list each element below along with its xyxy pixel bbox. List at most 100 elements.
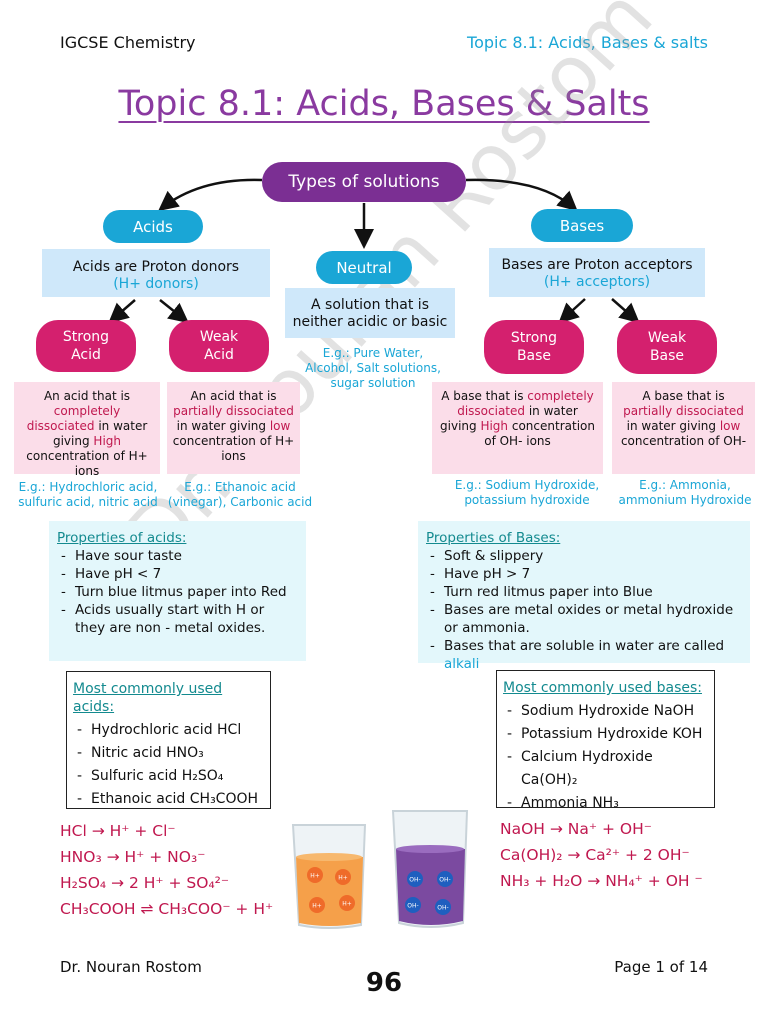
list-item: Potassium Hydroxide KOH bbox=[507, 723, 708, 746]
alkali-prefix: Bases that are soluble in water are call… bbox=[444, 638, 725, 654]
list-item: Bases that are soluble in water are call… bbox=[430, 637, 742, 673]
desc-segment: partially dissociated bbox=[173, 404, 294, 418]
desc-segment: in water giving bbox=[440, 404, 578, 433]
list-item: Have pH > 7 bbox=[430, 565, 742, 583]
desc-segment: An acid that is bbox=[43, 389, 131, 403]
ion-label: H+ bbox=[310, 873, 320, 880]
acid-properties: Properties of acids: Have sour taste Hav… bbox=[49, 521, 306, 661]
desc-segment: concentration of H+ ions bbox=[172, 434, 295, 463]
flow-arrows bbox=[108, 178, 640, 324]
header-right: Topic 8.1: Acids, Bases & salts bbox=[467, 33, 708, 52]
equation: CH₃COOH ⇌ CH₃COO⁻ + H⁺ bbox=[60, 900, 274, 918]
desc-segment: completely dissociated bbox=[457, 389, 594, 418]
bases-node: Bases bbox=[531, 209, 633, 242]
desc-segment: concentration of H+ ions bbox=[26, 449, 148, 478]
equation: HNO₃ → H⁺ + NO₃⁻ bbox=[60, 848, 206, 866]
neutral-node: Neutral bbox=[316, 251, 412, 284]
acid-properties-list: Have sour taste Have pH < 7 Turn blue li… bbox=[57, 547, 298, 637]
acid-equations: HCl → H⁺ + Cl⁻ HNO₃ → H⁺ + NO₃⁻ H₂SO₄ → … bbox=[60, 818, 300, 922]
desc-segment: in water giving bbox=[52, 419, 148, 448]
equation: NH₃ + H₂O → NH₄⁺ + OH ⁻ bbox=[500, 872, 703, 890]
bases-definition: Bases are Proton acceptors (H+ acceptors… bbox=[489, 248, 705, 297]
page-number: 96 bbox=[365, 968, 403, 998]
acids-definition: Acids are Proton donors (H+ donors) bbox=[42, 249, 270, 297]
ion-label: OH- bbox=[439, 877, 450, 884]
ion-circle bbox=[339, 895, 355, 911]
root-node: Types of solutions bbox=[262, 162, 466, 202]
base-properties-list: Soft & slippery Have pH > 7 Turn red lit… bbox=[426, 547, 742, 673]
list-item: Sodium Hydroxide NaOH bbox=[507, 700, 708, 723]
weak-base-desc: A base that is partially dissociated in … bbox=[612, 382, 755, 474]
base-properties: Properties of Bases: Soft & slippery Hav… bbox=[418, 521, 750, 672]
strong-base-desc: A base that is completely dissociated in… bbox=[432, 382, 603, 474]
desc-segment: in water giving bbox=[176, 419, 270, 433]
base-properties-title: Properties of Bases: bbox=[426, 530, 561, 546]
desc-segment: partially dissociated bbox=[623, 404, 744, 418]
weak-acid-example: E.g.: Ethanoic acid (vinegar), Carbonic … bbox=[167, 480, 313, 509]
common-bases-title: Most commonly used bases: bbox=[503, 680, 702, 696]
desc-segment: A base that is bbox=[642, 389, 725, 403]
beakers-illustration: H+ H+ H+ H+ OH- OH- OH- OH- bbox=[291, 810, 469, 929]
list-item: Acids usually start with H or they are n… bbox=[61, 601, 298, 637]
list-item: Soft & slippery bbox=[430, 547, 742, 565]
bases-definition-sub: (H+ acceptors) bbox=[543, 274, 651, 290]
ion-label: OH- bbox=[407, 903, 418, 910]
weak-acid-desc: An acid that is partially dissociated in… bbox=[167, 382, 300, 474]
desc-segment: High bbox=[480, 419, 509, 433]
base-equations: NaOH → Na⁺ + OH⁻ Ca(OH)₂ → Ca²⁺ + 2 OH⁻ … bbox=[500, 816, 740, 894]
neutral-definition: A solution that is neither acidic or bas… bbox=[285, 288, 455, 338]
common-bases-box: Most commonly used bases: Sodium Hydroxi… bbox=[496, 670, 715, 815]
list-item: Hydrochloric acid HCl bbox=[77, 719, 264, 742]
desc-segment: completely dissociated bbox=[26, 404, 121, 433]
list-item: Ammonia NH₃ bbox=[507, 792, 708, 815]
ion-label: H+ bbox=[338, 875, 348, 882]
neutral-example: E.g.: Pure Water, Alcohol, Salt solution… bbox=[305, 346, 441, 390]
strong-acid-example: E.g.: Hydrochloric acid, sulfuric acid, … bbox=[18, 480, 158, 509]
common-acids-title: Most commonly used acids: bbox=[73, 681, 223, 715]
list-item: Have pH < 7 bbox=[61, 565, 298, 583]
desc-segment: low bbox=[269, 419, 291, 433]
ion-label: OH- bbox=[409, 877, 420, 884]
equation: HCl → H⁺ + Cl⁻ bbox=[60, 822, 176, 840]
base-beaker: OH- OH- OH- OH- bbox=[391, 810, 469, 928]
ion-circle bbox=[437, 871, 453, 887]
ion-label: H+ bbox=[342, 901, 352, 908]
desc-segment: High bbox=[93, 434, 122, 448]
list-item: Calcium Hydroxide Ca(OH)₂ bbox=[507, 746, 708, 792]
equation: NaOH → Na⁺ + OH⁻ bbox=[500, 820, 652, 838]
weak-base-label-1: Weak bbox=[647, 330, 687, 346]
ion-circle bbox=[435, 899, 451, 915]
list-item: Turn red litmus paper into Blue bbox=[430, 583, 742, 601]
list-item: Ethanoic acid CH₃COOH bbox=[77, 788, 264, 811]
ion-circle bbox=[335, 869, 351, 885]
list-item: Nitric acid HNO₃ bbox=[77, 742, 264, 765]
common-acids-box: Most commonly used acids: Hydrochloric a… bbox=[66, 671, 271, 811]
footer-author: Dr. Nouran Rostom bbox=[60, 958, 202, 976]
acid-properties-title: Properties of acids: bbox=[57, 530, 187, 546]
strong-acid-desc: An acid that is completely dissociated i… bbox=[14, 382, 160, 478]
bases-definition-text: Bases are Proton acceptors bbox=[501, 257, 693, 273]
acids-definition-text: Acids are Proton donors bbox=[72, 259, 240, 275]
list-item: Bases are metal oxides or metal hydroxid… bbox=[430, 601, 742, 637]
list-item: Sulfuric acid H₂SO₄ bbox=[77, 765, 264, 788]
desc-segment: concentration of OH- ions bbox=[484, 419, 595, 448]
ion-circle bbox=[307, 867, 323, 883]
weak-base-label-2: Base bbox=[649, 348, 685, 364]
ion-circle bbox=[405, 897, 421, 913]
acid-beaker: H+ H+ H+ H+ bbox=[291, 824, 367, 929]
ion-label: H+ bbox=[312, 903, 322, 910]
weak-acid-label-1: Weak bbox=[199, 329, 239, 345]
ion-circle bbox=[407, 871, 423, 887]
weak-acid-label-2: Acid bbox=[204, 347, 234, 363]
equation: H₂SO₄ → 2 H⁺ + SO₄²⁻ bbox=[60, 874, 230, 892]
footer-page-of: Page 1 of 14 bbox=[614, 958, 708, 976]
alkali-term: alkali bbox=[444, 656, 480, 672]
desc-segment: An acid that is bbox=[190, 389, 277, 403]
list-item: Turn blue litmus paper into Red bbox=[61, 583, 298, 601]
ion-label: OH- bbox=[437, 905, 448, 912]
header-left: IGCSE Chemistry bbox=[60, 33, 196, 52]
